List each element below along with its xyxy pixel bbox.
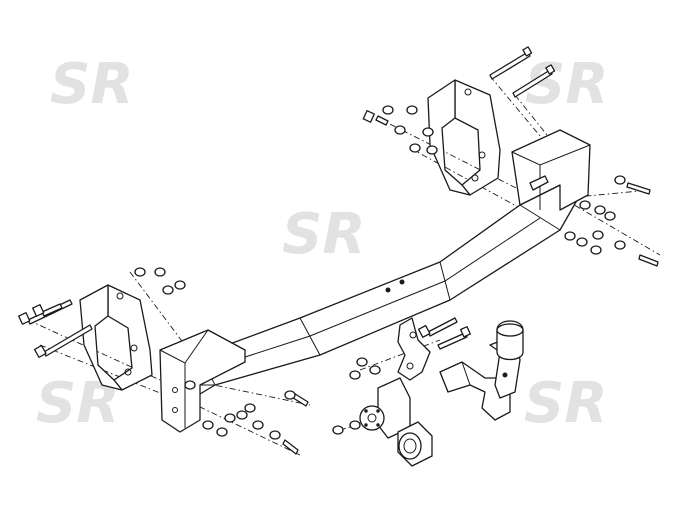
electric-socket-plate xyxy=(359,377,411,439)
nuts-and-washers xyxy=(134,105,626,440)
watermark-top-left: SR xyxy=(50,52,133,117)
tow-ball-neck xyxy=(439,320,524,421)
watermark-center: SR xyxy=(282,202,365,267)
towbar-crossbar xyxy=(159,129,591,433)
bolts xyxy=(18,46,659,455)
left-mounting-bracket xyxy=(79,284,153,391)
watermark-top-right: SR xyxy=(525,52,608,117)
electric-socket xyxy=(397,421,433,467)
watermark-bottom-right: SR xyxy=(524,371,607,436)
right-mounting-bracket xyxy=(427,79,501,196)
